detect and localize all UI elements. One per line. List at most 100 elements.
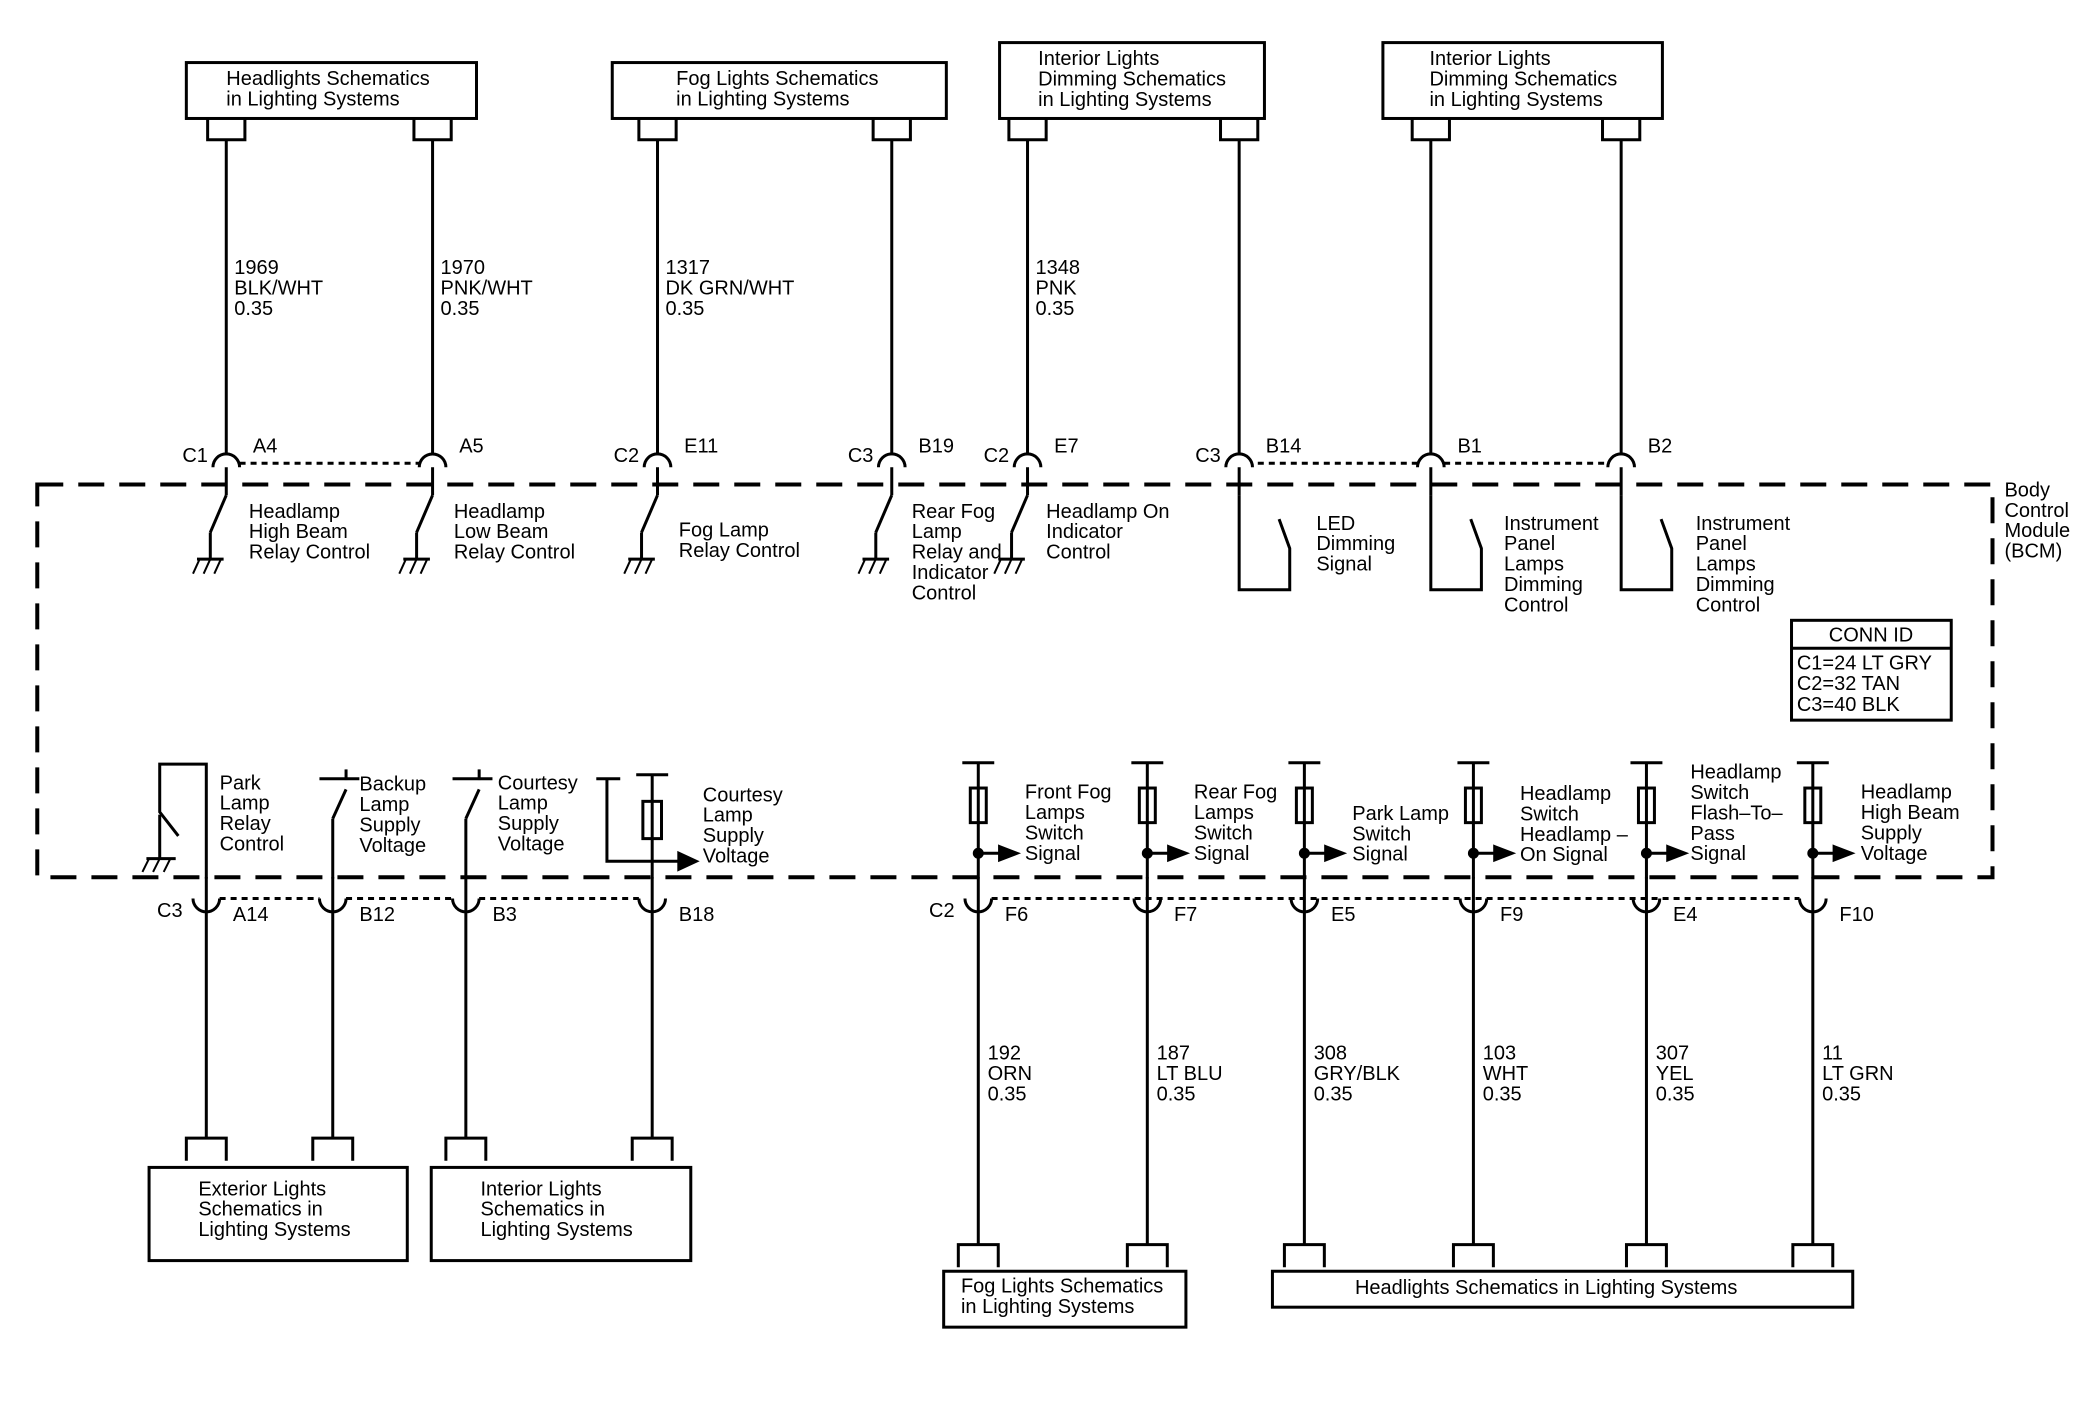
connector-id: C2 [984,445,1010,467]
harness-box-label: Dimming Schematics [1038,69,1226,91]
bcm-function-label: Control [1046,542,1110,564]
bcm-function-label: Headlamp [454,501,545,523]
wire-circuit-label: 308 [1314,1043,1347,1065]
courtesy-branch [605,811,679,863]
harness-terminal [444,1136,488,1161]
bcm-label: Control [2004,500,2068,522]
bcm-function-label: On Signal [1520,844,1608,866]
harness-terminal [1125,1243,1169,1268]
bcm-function-label: Lamps [1025,802,1085,824]
connector-cup [211,452,242,468]
ground-hatch [213,558,222,575]
bcm-function-label: Flash–To– [1690,802,1783,824]
bcm-function-label: Backup [359,774,426,796]
harness-box-label: Interior Lights [1038,48,1159,70]
harness-terminal [412,118,453,142]
pin-id: A5 [459,436,483,458]
bcm-function-label: Lamp [220,793,270,815]
bcm-function-label: Signal [1690,843,1746,865]
bcm-function-label: Lamp [498,793,548,815]
wire-circuit-label: 0.35 [441,298,480,320]
bcm-function-label: Control [1696,594,1760,616]
harness-terminal [871,118,912,142]
pin-id: F7 [1174,904,1197,926]
conn-id-line: C1=24 LT GRY [1797,653,1932,675]
wire-circuit-label: 1348 [1036,257,1081,279]
pin-id: E4 [1673,904,1697,926]
wire-circuit-label: 0.35 [1483,1083,1522,1105]
harness-box-label: Schematics in [480,1199,604,1221]
pin-id: B19 [918,436,954,458]
bcm-function-label: Relay Control [249,542,370,564]
fuse-symbol [968,786,988,825]
bcm-function-label: Rear Fog [1194,782,1277,804]
connector-cup [1012,452,1043,468]
harness-box-label: in Lighting Systems [226,89,399,111]
ground-hatch [644,558,654,575]
connector-id: C2 [929,900,955,922]
harness-terminal [1624,1243,1668,1268]
harness-box-label: Fog Lights Schematics [676,68,878,90]
wire-circuit-label: 192 [988,1043,1021,1065]
harness-box-interior-dim-2 [1381,41,1664,120]
harness-terminal [311,1136,355,1161]
bcm-function-label: Instrument [1696,513,1791,535]
connector-cup [876,452,907,468]
harness-box-fog-bottom [942,1269,1188,1329]
wire-circuit-label: 0.35 [988,1083,1027,1105]
bcm-function-label: Control [220,833,284,855]
bcm-function-label: Dimming [1504,574,1583,596]
fuse-symbol [1463,786,1483,825]
harness-terminal [1451,1243,1495,1268]
ground-hatch [993,558,1002,575]
connector-id: C2 [614,445,640,467]
harness-box-label: Headlights Schematics in Lighting System… [1355,1277,1737,1299]
bcm-function-label: Lamp [912,521,962,543]
harness-box-label: in Lighting Systems [676,89,849,111]
bcm-function-label: High Beam [249,521,348,543]
switch-contact [1010,494,1029,534]
fuse-symbol [1294,786,1314,825]
ground-hatch [141,858,150,873]
connector-cup [1416,452,1446,468]
pin-id: B12 [359,904,395,926]
wire-circuit-label: 11 [1822,1043,1843,1065]
bcm-function-label: Switch [1194,822,1253,844]
harness-terminal [184,1136,228,1161]
park-relay-contact [158,762,208,879]
ground-hatch [857,558,867,575]
ground-hatch [152,858,161,873]
bcm-function-label: Courtesy [498,772,578,794]
bcm-function-label: Lamp [703,805,753,827]
junction-dot [1640,847,1652,859]
bcm-function-label: LED [1316,513,1355,535]
bcm-function-label: Fog Lamp [679,519,769,541]
bcm-label: (BCM) [2004,541,2062,563]
ground-hatch [868,558,877,575]
bcm-function-label: Headlamp [1861,782,1952,804]
dimming-switch-loop [1237,495,1292,592]
bcm-function-label: Switch [1690,782,1749,804]
ground-hatch [202,558,212,575]
bcm-function-label: High Beam [1861,802,1960,824]
junction-dot [972,847,984,859]
wire-circuit-label: 0.35 [1656,1083,1695,1105]
wire-circuit-label: 0.35 [1314,1083,1353,1105]
wire-circuit-label: 103 [1483,1043,1516,1065]
harness-box-headlights-top [184,61,478,120]
harness-terminal [1007,118,1048,142]
bcm-outline [35,482,1995,880]
wire-circuit-label: 0.35 [1157,1083,1196,1105]
wire-circuit-label: 0.35 [234,298,273,320]
pin-id: A4 [253,436,277,458]
bcm-function-label: Voltage [1861,843,1928,865]
harness-box-label: Headlights Schematics [226,68,429,90]
bcm-function-label: Supply [703,825,764,847]
signal-arrow [1167,844,1191,863]
harness-terminal [1791,1243,1835,1268]
wire-circuit-label: 0.35 [1036,298,1075,320]
junction-dot [1141,847,1153,859]
bcm-function-label: Pass [1690,823,1734,845]
harness-box-label: Interior Lights [480,1178,601,1200]
harness-box-label: Exterior Lights [198,1178,326,1200]
